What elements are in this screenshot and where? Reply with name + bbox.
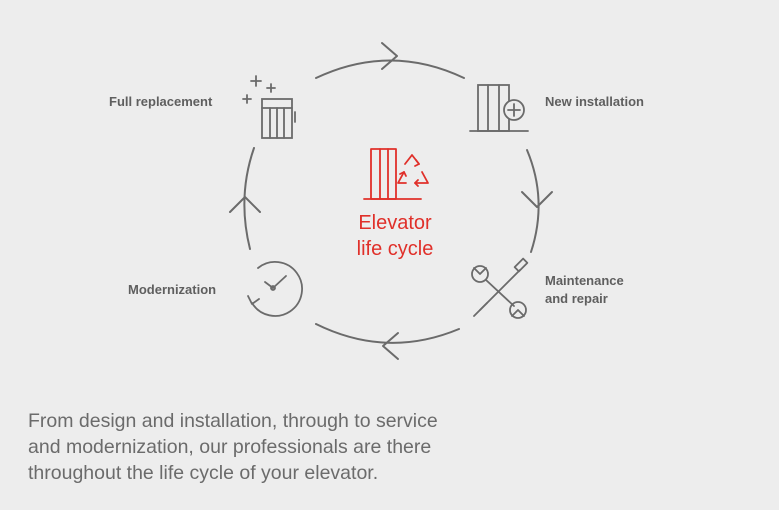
stage-label-line: and repair [545,291,608,306]
caption-line: From design and installation, through to… [28,410,438,432]
center-title: Elevator life cycle [335,210,455,262]
stage-label-new-installation: New installation [545,94,644,109]
cycle-arc-top [315,59,465,79]
wrench-screwdriver-icon [471,257,529,319]
life-cycle-diagram [229,42,553,360]
arrow-left-icon [382,332,399,360]
cycle-arc-bottom [315,323,460,344]
stage-label-modernization: Modernization [128,282,217,297]
caption-text: From design and installation, through to… [28,408,548,486]
center-title-line: Elevator [358,212,432,234]
stage-label-line: Maintenance [545,273,624,288]
cycle-arc-right [526,149,540,253]
elevator-recycle-icon [363,148,429,200]
elevator-plus-icon [469,84,529,132]
arrow-down-icon [521,191,553,208]
elevator-sparkle-icon [242,75,296,139]
stage-label-maintenance-repair: Maintenance and repair [545,272,655,308]
stage-label-full-replacement: Full replacement [109,94,213,109]
caption-line: and modernization, our professionals are… [28,436,432,458]
clock-refresh-icon [247,261,303,317]
caption-line: throughout the life cycle of your elevat… [28,462,379,484]
arrow-up-icon [229,196,261,213]
center-title-line: life cycle [356,238,434,260]
arrow-right-icon [381,42,398,70]
